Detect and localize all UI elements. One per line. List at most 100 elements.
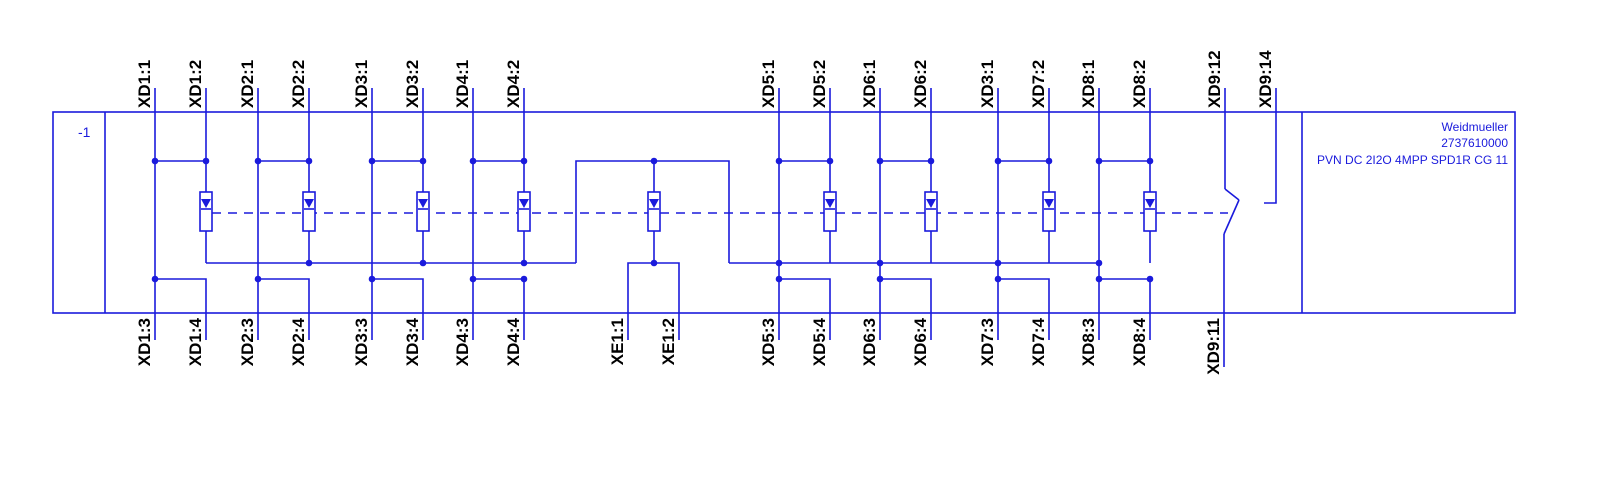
device-id: -1 (78, 124, 91, 140)
protector-element (302, 191, 316, 232)
terminal-label: XD3:4 (403, 317, 422, 366)
contact-lead-12 (1224, 188, 1240, 201)
junction-dot (826, 157, 834, 165)
terminal-label: XD7:3 (978, 318, 997, 366)
terminal-label: XD3:2 (403, 60, 422, 108)
arrow-icon (825, 199, 835, 208)
junction-dot (368, 157, 376, 165)
lower-bridge (880, 278, 932, 340)
junction-dot (876, 157, 884, 165)
wiring (52, 88, 1516, 367)
centre-lower-leads (627, 262, 680, 340)
terminal-label: XD8:4 (1130, 317, 1149, 366)
junction-dot (469, 275, 477, 283)
terminal-label: XE1:2 (659, 318, 678, 365)
junction-dot (151, 157, 159, 165)
terminal-label: XD5:2 (810, 60, 829, 108)
terminal-label: XD1:1 (135, 60, 154, 108)
terminal-label: XD8:3 (1079, 318, 1098, 366)
junction-dot (520, 275, 528, 283)
arrow-icon (1044, 199, 1054, 208)
junction-dot (1146, 275, 1154, 283)
junction-dot (469, 157, 477, 165)
terminal-label: XD5:1 (759, 60, 778, 108)
terminal-label: XD4:2 (504, 60, 523, 108)
protector-element (517, 191, 531, 232)
terminal-label: XD7:4 (1029, 317, 1048, 366)
arrow-icon (1145, 199, 1155, 208)
terminal-label: XD2:2 (289, 60, 308, 108)
terminal-label: XD6:2 (911, 60, 930, 108)
arrow-icon (649, 199, 659, 208)
junction-dot (994, 275, 1002, 283)
lower-bridge (155, 278, 207, 340)
terminal-label: XD3:3 (352, 318, 371, 366)
junction-dot (1095, 157, 1103, 165)
junction-dot (254, 157, 262, 165)
arrow-icon (304, 199, 314, 208)
junction-dot (876, 275, 884, 283)
terminal-label: XD1:4 (186, 317, 205, 366)
protector-element (416, 191, 430, 232)
lower-bridge (372, 278, 424, 340)
terminal-label: XD1:2 (186, 60, 205, 108)
junction-dot (1095, 275, 1103, 283)
terminal-label: XD2:1 (238, 60, 257, 108)
junction-dot (151, 275, 159, 283)
terminal-label: XD6:1 (860, 60, 879, 108)
protector-element (199, 191, 213, 232)
terminal-label: XD5:3 (759, 318, 778, 366)
protector-element (1042, 191, 1056, 232)
terminal-label: XD4:4 (504, 317, 523, 366)
junction-dot (368, 275, 376, 283)
description-label: PVN DC 2I2O 4MPP SPD1R CG 11 (1317, 153, 1508, 167)
part-number-label: 2737610000 (1441, 136, 1508, 150)
protector-element (1143, 191, 1157, 232)
junction-dot (419, 157, 427, 165)
terminal-label: XD6:3 (860, 318, 879, 366)
terminal-label: XD4:3 (453, 318, 472, 366)
terminal-label: XD9:11 (1204, 318, 1223, 375)
junction-dot (1045, 157, 1053, 165)
terminal-label: XD3:1 (352, 60, 371, 108)
arrow-icon (926, 199, 936, 208)
lower-bridge (998, 278, 1050, 340)
lower-bridge (779, 278, 831, 340)
junction-dot (254, 275, 262, 283)
terminal-label: XE1:1 (608, 318, 627, 365)
top-terminal-labels: XD1:1 XD1:2 XD2:1 XD2:2 XD3:1 XD3:2 XD4:1 XD4:2… (135, 50, 1275, 108)
terminal-label: XD5:4 (810, 317, 829, 366)
terminal-label: XD7:2 (1029, 60, 1048, 108)
junction-dot (419, 259, 427, 267)
bottom-terminal-labels: XD1:3 XD1:4 XD2:3 XD2:4 XD3:3 XD3:4 XD4:3 XD4:4… (135, 317, 1223, 374)
terminal-label: XD9:12 (1205, 50, 1224, 108)
junction-dot (520, 157, 528, 165)
terminal-label: XD9:14 (1256, 50, 1275, 108)
junction-dot (1146, 157, 1154, 165)
arrow-icon (418, 199, 428, 208)
junction-dot (305, 157, 313, 165)
junction-dot (305, 259, 313, 267)
device-housing (52, 111, 1516, 314)
protector-element (647, 191, 661, 232)
junction-dot (775, 157, 783, 165)
terminal-label: XD6:4 (911, 317, 930, 366)
junction-dot (775, 275, 783, 283)
manufacturer-label: Weidmueller (1442, 120, 1508, 134)
terminal-label: XD1:3 (135, 318, 154, 366)
terminal-label: XD8:1 (1079, 60, 1098, 108)
junction-dot (994, 157, 1002, 165)
junction-dot (520, 259, 528, 267)
terminal-label: XD2:4 (289, 317, 308, 366)
lower-bridge (258, 278, 310, 340)
terminal-label: XD2:3 (238, 318, 257, 366)
terminal-label: XD4:1 (453, 60, 472, 108)
junction-dot (202, 157, 210, 165)
contact-switch-blade (1223, 199, 1240, 235)
protector-element (924, 191, 938, 232)
terminal-label: XD3:1 (978, 60, 997, 108)
junction-dot (927, 157, 935, 165)
arrow-icon (201, 199, 211, 208)
junction-dot (650, 157, 658, 165)
